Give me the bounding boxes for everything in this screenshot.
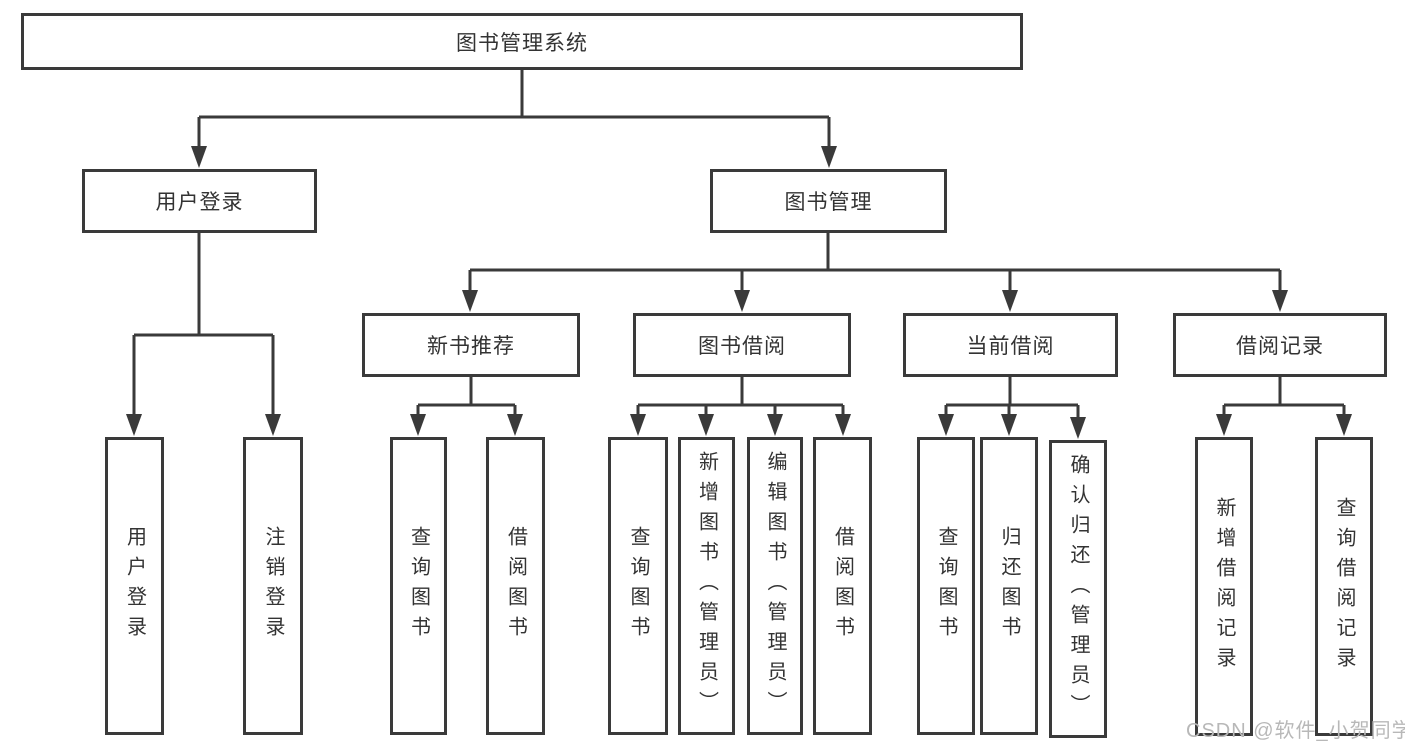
node-borrow-records-label: 借阅记录 [1236,335,1324,358]
leaf-query-books-borrow: 查询图书 [608,437,668,735]
node-root: 图书管理系统 [21,13,1023,70]
leaf-borrow-books-2-label: 借阅图书 [831,526,854,646]
node-book-borrow-label: 图书借阅 [698,335,786,358]
node-new-book-recommend-label: 新书推荐 [427,335,515,358]
leaf-edit-book-admin: 编辑图书（管理员） [747,437,803,735]
node-user-login: 用户登录 [82,169,317,233]
leaf-edit-book-admin-label: 编辑图书（管理员） [764,451,786,721]
leaf-add-borrow-record-label: 新增借阅记录 [1213,496,1235,677]
node-borrow-records: 借阅记录 [1173,313,1387,377]
watermark: CSDN @软件_小贺同学 [1186,720,1405,742]
node-root-label: 图书管理系统 [456,31,588,55]
node-current-borrow-label: 当前借阅 [966,335,1055,358]
node-book-management-label: 图书管理 [784,191,873,214]
leaf-query-books-recommend-label: 查询图书 [407,526,430,646]
leaf-add-book-admin-label: 新增图书（管理员） [695,451,718,721]
node-book-borrow: 图书借阅 [633,313,851,377]
leaf-borrow-books-2: 借阅图书 [813,437,872,735]
leaf-query-books-current: 查询图书 [917,437,975,735]
leaf-query-books-borrow-label: 查询图书 [627,526,649,646]
leaf-query-books-current-label: 查询图书 [935,526,957,646]
arrowheads [126,146,1352,439]
leaf-user-login: 用户登录 [105,437,164,735]
leaf-user-login-label: 用户登录 [123,526,146,646]
leaf-query-borrow-record: 查询借阅记录 [1315,437,1373,736]
leaf-return-book-label: 归还图书 [998,526,1020,646]
node-current-borrow: 当前借阅 [903,313,1118,377]
leaf-add-book-admin: 新增图书（管理员） [678,437,735,735]
leaf-query-borrow-record-label: 查询借阅记录 [1333,496,1355,677]
node-new-book-recommend: 新书推荐 [362,313,580,377]
leaf-return-book: 归还图书 [980,437,1038,735]
leaf-confirm-return-admin: 确认归还（管理员） [1049,440,1107,738]
leaf-query-books-recommend: 查询图书 [390,437,447,735]
leaf-borrow-books-recommend: 借阅图书 [486,437,545,735]
node-book-management: 图书管理 [710,169,947,233]
node-user-login-label: 用户登录 [155,191,244,214]
leaf-logout-label: 注销登录 [262,526,284,646]
leaf-logout: 注销登录 [243,437,303,735]
leaf-borrow-books-recommend-label: 借阅图书 [504,526,527,646]
leaf-add-borrow-record: 新增借阅记录 [1195,437,1253,736]
leaf-confirm-return-admin-label: 确认归还（管理员） [1067,454,1089,724]
